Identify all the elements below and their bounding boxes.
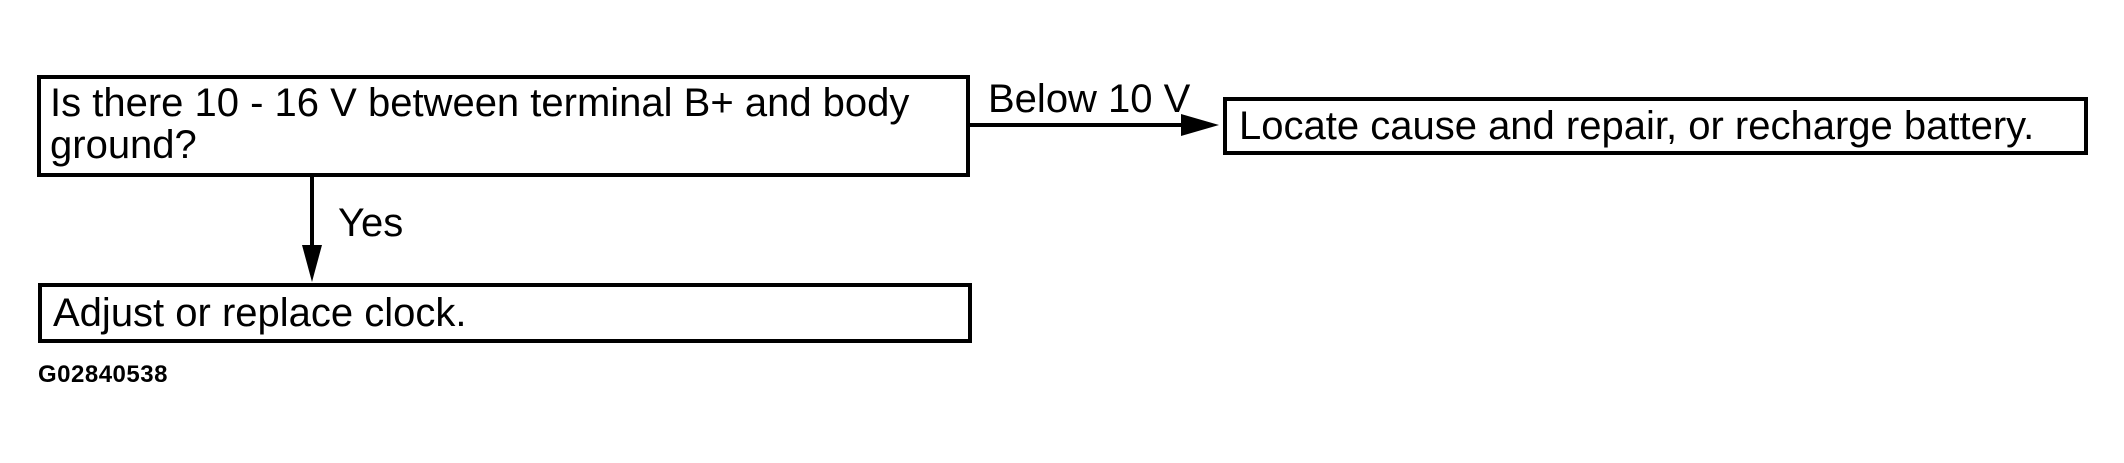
arrow-line-yes bbox=[310, 177, 314, 246]
arrowhead-down-icon bbox=[302, 245, 322, 282]
flowchart-box-recharge-battery: Locate cause and repair, or recharge bat… bbox=[1223, 97, 2088, 155]
arrowhead-right-icon bbox=[1181, 114, 1219, 136]
figure-id-label: G02840538 bbox=[38, 361, 168, 388]
arrow-line-below-10v bbox=[970, 123, 1182, 127]
flowchart-box-adjust-clock: Adjust or replace clock. bbox=[38, 283, 972, 343]
flowchart-box-question: Is there 10 - 16 V between terminal B+ a… bbox=[37, 75, 970, 177]
edge-label-below-10v: Below 10 V bbox=[988, 77, 1191, 121]
edge-label-yes: Yes bbox=[338, 201, 404, 245]
